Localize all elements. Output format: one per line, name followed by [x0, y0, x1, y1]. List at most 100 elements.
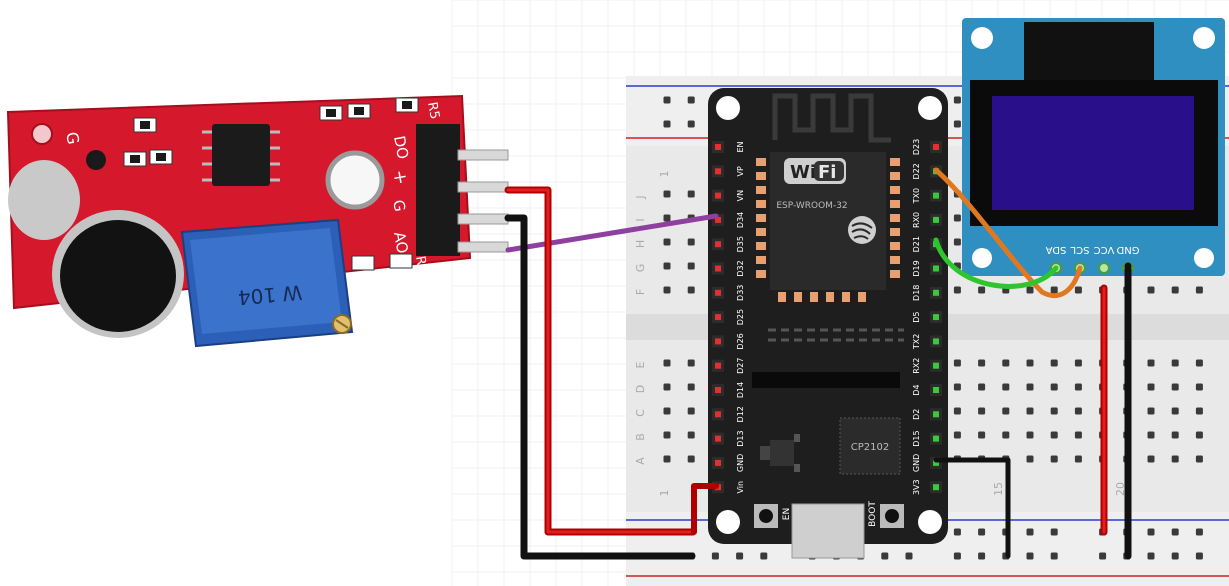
wire-green-sda — [933, 237, 1059, 289]
wire-red-vin — [691, 483, 719, 535]
esp32-left-pin — [715, 241, 721, 248]
esp32-left-pin — [715, 192, 721, 199]
en-button-label: EN — [782, 508, 792, 520]
esp32-left-pin-label: D14 — [736, 382, 745, 398]
esp32-left-pin-label: D32 — [736, 260, 745, 276]
esp32-left-pin — [715, 314, 721, 321]
column-number-1-bottom: 1 — [658, 490, 671, 497]
oled-pin-vcc: VCC — [1094, 244, 1115, 255]
row-letter-d: D — [634, 385, 647, 393]
column-number-20: 20 — [1114, 482, 1127, 496]
esp32-left-pin-label: D25 — [736, 309, 745, 325]
esp32-right-pin-label: D5 — [912, 311, 921, 322]
esp32-right-pin-label: D22 — [912, 163, 921, 179]
esp32-right-pin-label: 3V3 — [912, 479, 921, 495]
esp32-right-pin — [933, 387, 939, 393]
oled-pin-sda: SDA — [1045, 244, 1066, 255]
esp32-right-pin-label: D23 — [912, 139, 921, 155]
wifi-logo-wi: Wi — [790, 162, 816, 183]
esp32-left-pin-label: EN — [736, 141, 745, 152]
esp32-right-pin-label: RX0 — [912, 212, 921, 228]
esp32-left-pin — [715, 168, 721, 175]
row-letter-c: C — [634, 409, 647, 417]
esp32-left-pin — [715, 387, 721, 393]
esp32-right-pin-label: D4 — [912, 384, 921, 395]
esp32-right-pin — [933, 362, 939, 369]
row-letter-h: H — [634, 240, 647, 248]
esp32-right-pin-label: TX0 — [912, 188, 921, 204]
label-g-pin: G — [389, 198, 409, 213]
module-name: ESP-WROOM-32 — [776, 201, 847, 211]
row-letter-e: E — [634, 361, 647, 368]
esp32-right-pin-label: D2 — [912, 409, 921, 420]
row-letter-f: F — [634, 289, 647, 295]
esp32-left-pin-label: D13 — [736, 430, 745, 446]
wire-black-esp-gnd — [933, 457, 1011, 559]
esp32-right-pin — [933, 144, 939, 150]
esp32-left-pin-label: D26 — [736, 333, 745, 349]
wire-purple-ao — [505, 213, 719, 253]
row-letter-i: I — [634, 218, 647, 221]
esp32-left-pin-label: D27 — [736, 358, 745, 374]
oled-display: SDA SCL VCC GND — [962, 18, 1225, 276]
esp32-right-pin-label: D15 — [912, 430, 921, 446]
esp32-right-pin-label: D21 — [912, 236, 921, 252]
label-do: DO — [390, 134, 412, 160]
esp32-right-pin — [933, 411, 939, 418]
wires — [504, 167, 1132, 560]
oled-screen — [992, 96, 1194, 210]
esp32-right-pin — [933, 216, 939, 223]
esp32-left-pin-label: VN — [736, 190, 745, 201]
oled-pin-scl: SCL — [1070, 244, 1089, 255]
esp32-right-pin — [933, 289, 939, 296]
mic-pin-header — [416, 124, 460, 256]
esp32-right-pin — [933, 192, 939, 199]
esp32-right-pin — [933, 459, 939, 466]
label-ao: AO — [390, 230, 412, 255]
esp32-left-pin-label: D33 — [736, 285, 745, 301]
esp32-right-pin-label: RX2 — [912, 358, 921, 374]
cp2102-label: CP2102 — [851, 442, 889, 453]
esp32-right-pin — [933, 435, 939, 442]
esp32-right-pin-label: D19 — [912, 260, 921, 276]
esp32-right-pin — [933, 338, 939, 345]
label-r6: R6 — [412, 255, 430, 275]
row-letter-a: A — [634, 457, 647, 465]
esp32-left-pin — [715, 216, 721, 223]
row-letter-g: G — [634, 264, 647, 273]
wifi-logo-fi: Fi — [818, 162, 836, 183]
boot-button-label: BOOT — [868, 501, 878, 527]
esp32-right-pin — [933, 314, 939, 321]
esp32-left-pin — [715, 338, 721, 345]
esp32-left-pin — [715, 144, 721, 150]
row-letter-b: B — [634, 433, 647, 441]
esp32-left-pin — [715, 411, 721, 418]
usb-connector — [791, 503, 865, 559]
esp32-left-pin-label: D12 — [736, 406, 745, 422]
esp32-right-pin-label: D18 — [912, 285, 921, 301]
esp32-left-pin — [715, 459, 721, 466]
column-number-15: 15 — [992, 482, 1005, 496]
esp32-right-pin-label: GND — [912, 454, 921, 472]
esp32-left-pin — [715, 435, 721, 442]
pot-label: W 104 — [237, 280, 303, 310]
esp32-right-pin — [933, 484, 939, 491]
label-r5: R5 — [424, 101, 442, 121]
wire-black-gnd — [504, 214, 696, 560]
esp32-right-pin-label: TX2 — [912, 334, 921, 350]
esp32-left-pin-label: VP — [736, 166, 745, 176]
esp32-left-pin — [715, 362, 721, 369]
esp32-left-pin-label: Vin — [736, 481, 745, 494]
oled-pin-gnd: GND — [1116, 244, 1139, 255]
esp32-right-pin — [933, 265, 939, 272]
esp32-left-pin-label: GND — [736, 454, 745, 472]
label-g: G — [62, 130, 83, 146]
esp32-left-pin-label: D35 — [736, 236, 745, 252]
sound-sensor-module: G R5 R6 DO + G AO — [6, 94, 509, 348]
row-letter-j: J — [634, 195, 647, 199]
antenna-trace — [772, 93, 891, 143]
wire-orange-scl — [933, 167, 1083, 299]
esp32-left-pin-label: D34 — [736, 212, 745, 228]
cp2102-chip — [839, 417, 901, 475]
